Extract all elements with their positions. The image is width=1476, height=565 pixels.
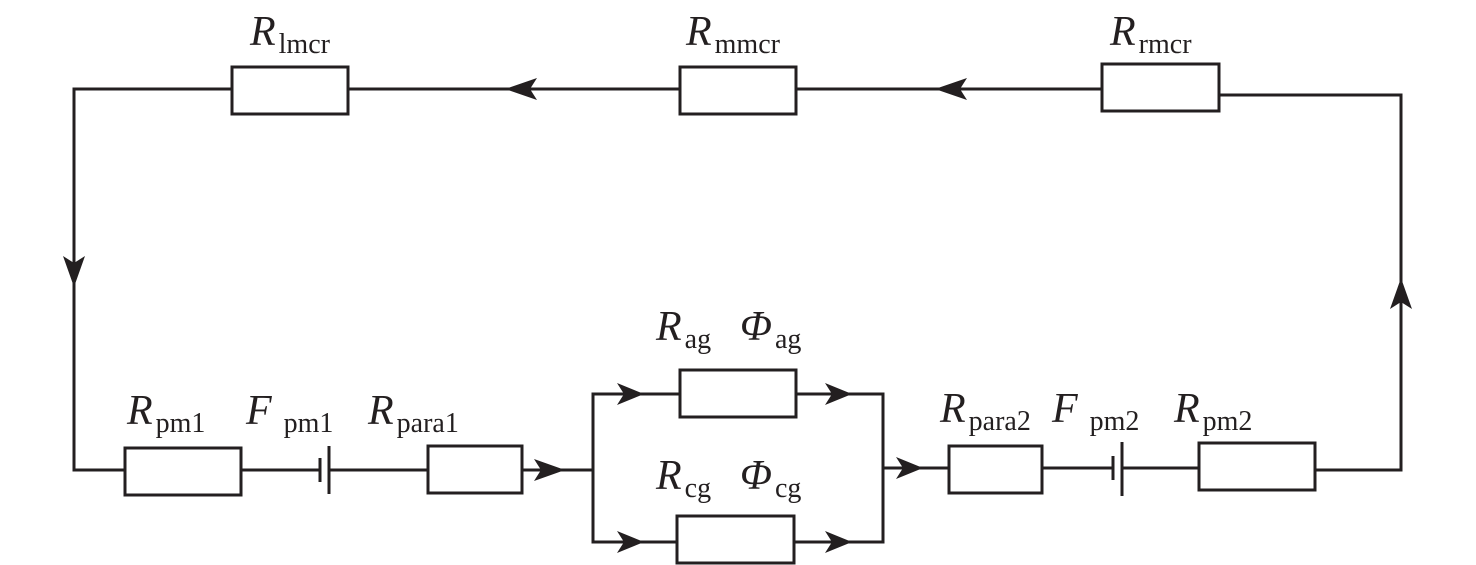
- arrow-right-icon: [617, 383, 644, 405]
- label-subscript: mmcr: [715, 29, 781, 60]
- reluctance-r-ag: [678, 368, 798, 419]
- arrow-right-icon: [825, 531, 852, 553]
- label-symbol: F: [1051, 386, 1078, 432]
- label-subscript: para2: [969, 406, 1031, 437]
- reluctance-r-pm1: [123, 446, 243, 497]
- label-subscript: lmcr: [279, 29, 331, 60]
- label-symbol: R: [367, 388, 394, 434]
- arrow-left-icon: [505, 78, 537, 100]
- label-subscript: pm1: [156, 408, 206, 439]
- label-symbol: Φ: [740, 304, 772, 350]
- mmf-source-f-pm2: [1111, 442, 1124, 496]
- reluctances: [123, 62, 1317, 565]
- arrow-right-icon: [825, 383, 852, 405]
- label-subscript: cg: [775, 473, 801, 504]
- reluctance-r-cg: [675, 514, 796, 565]
- reluctance-r-lmcr: [230, 65, 350, 116]
- label-symbol: R: [685, 9, 712, 55]
- flux-arrows: [63, 78, 1412, 553]
- arrow-up-icon: [1390, 278, 1412, 309]
- mmf-source-f-pm1: [318, 446, 331, 494]
- reluctance-r-mmcr: [678, 65, 798, 116]
- label-subscript: cg: [685, 473, 711, 504]
- label-symbol: F: [245, 388, 272, 434]
- label-symbol: R: [939, 386, 966, 432]
- label-subscript: pm2: [1090, 406, 1140, 437]
- arrow-down-icon: [63, 256, 85, 287]
- reluctance-r-para2: [947, 444, 1044, 495]
- arrow-right-icon: [534, 459, 565, 481]
- wire-top-right-corner: [1217, 93, 1403, 472]
- label-subscript: rmcr: [1139, 29, 1193, 60]
- reluctance-r-rmcr: [1100, 62, 1221, 113]
- label-subscript: ag: [775, 324, 801, 355]
- reluctance-r-para1: [426, 444, 524, 495]
- label-subscript: pm2: [1203, 406, 1253, 437]
- arrow-left-icon: [935, 78, 967, 100]
- label-subscript: ag: [685, 324, 711, 355]
- label-symbol: R: [1109, 9, 1136, 55]
- arrow-right-icon: [896, 457, 923, 479]
- label-symbol: R: [1173, 386, 1200, 432]
- arrow-right-icon: [617, 531, 644, 553]
- label-symbol: Φ: [740, 453, 772, 499]
- label-symbol: R: [655, 453, 682, 499]
- label-symbol: R: [655, 304, 682, 350]
- label-subscript: pm1: [284, 408, 334, 439]
- label-symbol: R: [126, 388, 153, 434]
- reluctance-r-pm2: [1197, 441, 1317, 492]
- label-symbol: R: [249, 9, 276, 55]
- label-subscript: para1: [397, 408, 459, 439]
